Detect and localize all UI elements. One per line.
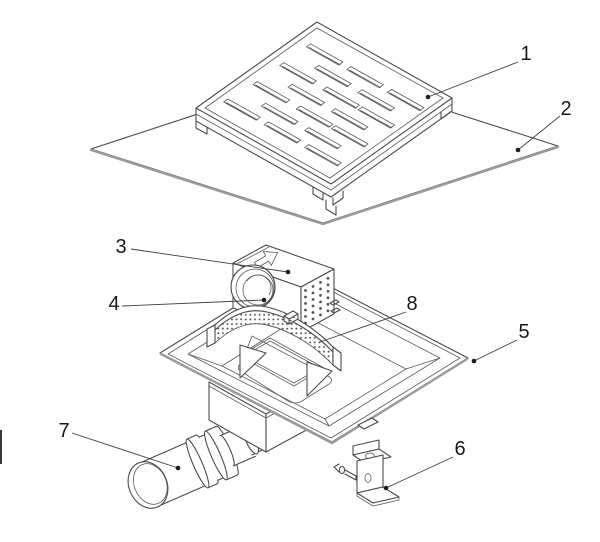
grate-foot-bottom-right (332, 190, 344, 206)
grate-foot-right (440, 110, 453, 120)
label-4: 4 (108, 293, 119, 315)
curved-strainer (206, 305, 342, 397)
floor-recess-outline (237, 335, 333, 404)
grate-foot-bottom-left (312, 186, 324, 201)
leader-lines (71, 61, 561, 491)
label-6: 6 (454, 438, 465, 460)
pipe-coupling (127, 425, 257, 509)
perforated-face (304, 276, 330, 325)
label-8: 8 (406, 293, 417, 315)
flange-tab (357, 417, 379, 430)
strainer-clip (283, 310, 299, 325)
grate-bottom-tab (325, 199, 337, 216)
strainer-gusset-right (306, 361, 333, 397)
label-3: 3 (115, 236, 126, 258)
strainer-end-right (332, 346, 342, 372)
grate-foot-left (195, 120, 208, 135)
seal-ring (230, 264, 276, 310)
strainer-gusset-left (239, 344, 267, 379)
mounting-bracket (333, 439, 400, 507)
strainer-end-left (206, 324, 216, 348)
flat-seal-plate (89, 71, 560, 226)
part-labels: 1 2 3 4 5 6 7 8 (58, 43, 571, 460)
label-2: 2 (560, 98, 571, 120)
label-5: 5 (518, 321, 529, 343)
bracket-screw (333, 463, 357, 481)
housing-clips (329, 299, 341, 314)
label-7: 7 (58, 420, 69, 442)
bracket-side-hole (364, 473, 372, 483)
coupling-end-cap (127, 461, 169, 509)
label-1: 1 (520, 43, 531, 65)
grate-cover (195, 21, 453, 216)
